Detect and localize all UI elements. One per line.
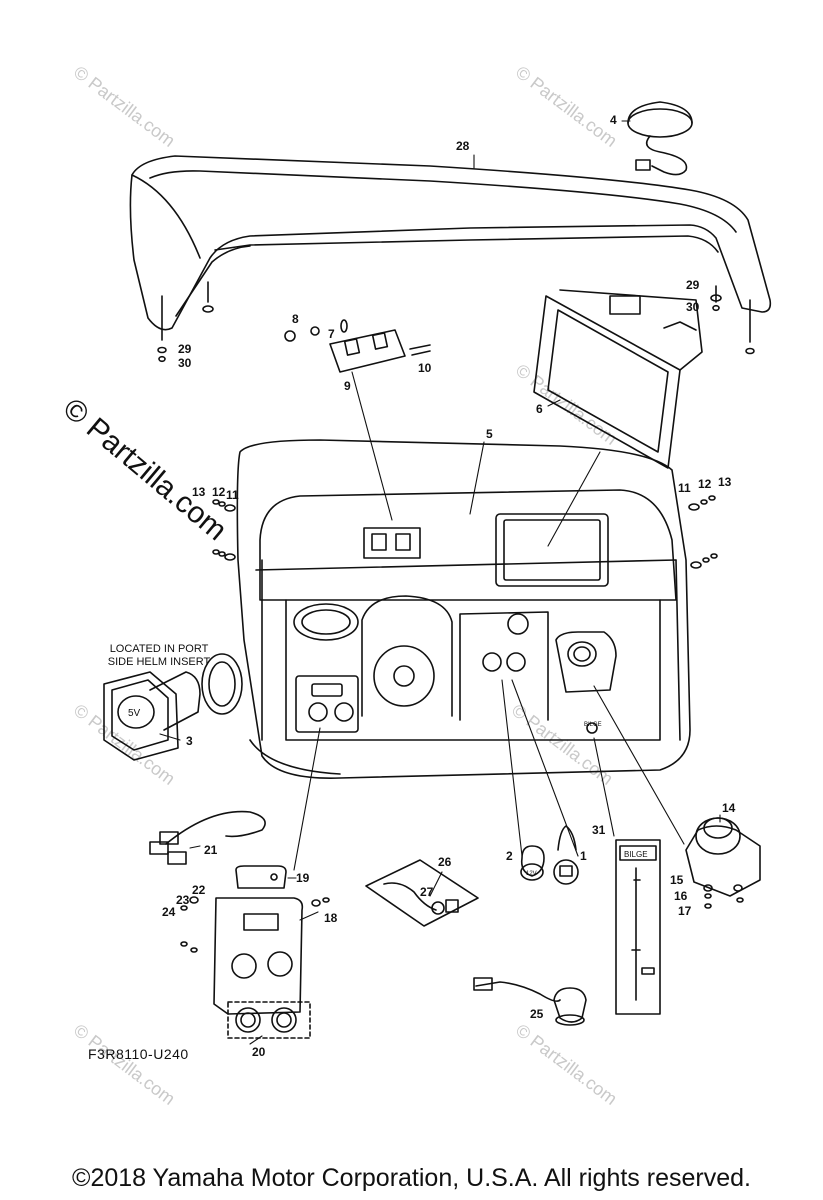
joystick-part-14 [685, 817, 761, 909]
bilge-switch-label: BILGE [584, 722, 602, 728]
callout-28: 28 [456, 139, 470, 153]
switch-panel-part-9 [284, 319, 431, 373]
console-fasteners [212, 495, 718, 569]
socket-12v-label: 12V [526, 871, 537, 877]
callout-6: 6 [536, 402, 543, 416]
callout-2: 2 [506, 849, 513, 863]
breakers-part-20 [227, 1001, 311, 1039]
callout-12: 12 [212, 485, 226, 499]
key-harness-part-26 [365, 859, 479, 927]
display-part-6 [533, 289, 703, 469]
callout-15: 15 [670, 873, 684, 887]
callout-19: 19 [296, 871, 310, 885]
footer-copyright: ©2018 Yamaha Motor Corporation, U.S.A. A… [72, 1164, 751, 1192]
switch-plate-part-18 [180, 896, 330, 1015]
callout-20: 20 [252, 1045, 266, 1059]
callout-13: 13 [192, 485, 206, 499]
callout-13b: 13 [718, 475, 732, 489]
callout-17: 17 [678, 904, 692, 918]
callout-24: 24 [162, 905, 176, 919]
callout-22: 22 [192, 883, 206, 897]
callout-10: 10 [418, 361, 432, 375]
callout-11b: 11 [678, 481, 691, 495]
callout-26: 26 [438, 855, 452, 869]
callout-23: 23 [176, 893, 190, 907]
callout-30b: 30 [178, 356, 192, 370]
callout-7: 7 [328, 327, 335, 341]
gps-antenna-part-4 [627, 101, 693, 176]
harness-part-21 [149, 810, 266, 865]
figure-code: F3R8110-U240 [88, 1046, 189, 1062]
callout-3: 3 [186, 734, 193, 748]
bilge-kit-part-31 [615, 839, 661, 1015]
socket-5v-label: 5V [128, 708, 141, 719]
callout-29b: 29 [178, 342, 192, 356]
sockets-parts-1-2 [520, 825, 579, 885]
callout-4: 4 [610, 113, 617, 127]
callout-21: 21 [204, 843, 218, 857]
port-side-note: LOCATED IN PORT SIDE HELM INSERT [107, 643, 211, 668]
leader-lines [159, 120, 721, 1045]
callout-numbers: 28 4 29 30 29 30 8 7 10 9 6 5 13 12 11 1… [162, 113, 736, 1059]
callout-14: 14 [722, 801, 736, 815]
callout-27: 27 [420, 885, 434, 899]
callout-9: 9 [344, 379, 351, 393]
callout-8: 8 [292, 312, 299, 326]
dash-console-part-5 [236, 439, 691, 779]
usb-socket-part-3 [103, 653, 243, 761]
callout-18: 18 [324, 911, 338, 925]
top-bolts [157, 281, 755, 363]
callout-29: 29 [686, 278, 700, 292]
rocker-switch-part-19 [235, 865, 287, 889]
transducer-part-25 [473, 977, 587, 1026]
callout-25: 25 [530, 1007, 544, 1021]
callout-1: 1 [580, 849, 587, 863]
callout-31: 31 [592, 823, 606, 837]
callout-5: 5 [486, 427, 493, 441]
callout-12b: 12 [698, 477, 712, 491]
top-cover-part-28 [129, 155, 772, 331]
bilge-tag: BILGE [624, 850, 648, 859]
callout-30: 30 [686, 300, 700, 314]
callout-11: 11 [226, 488, 239, 502]
callout-16: 16 [674, 889, 688, 903]
